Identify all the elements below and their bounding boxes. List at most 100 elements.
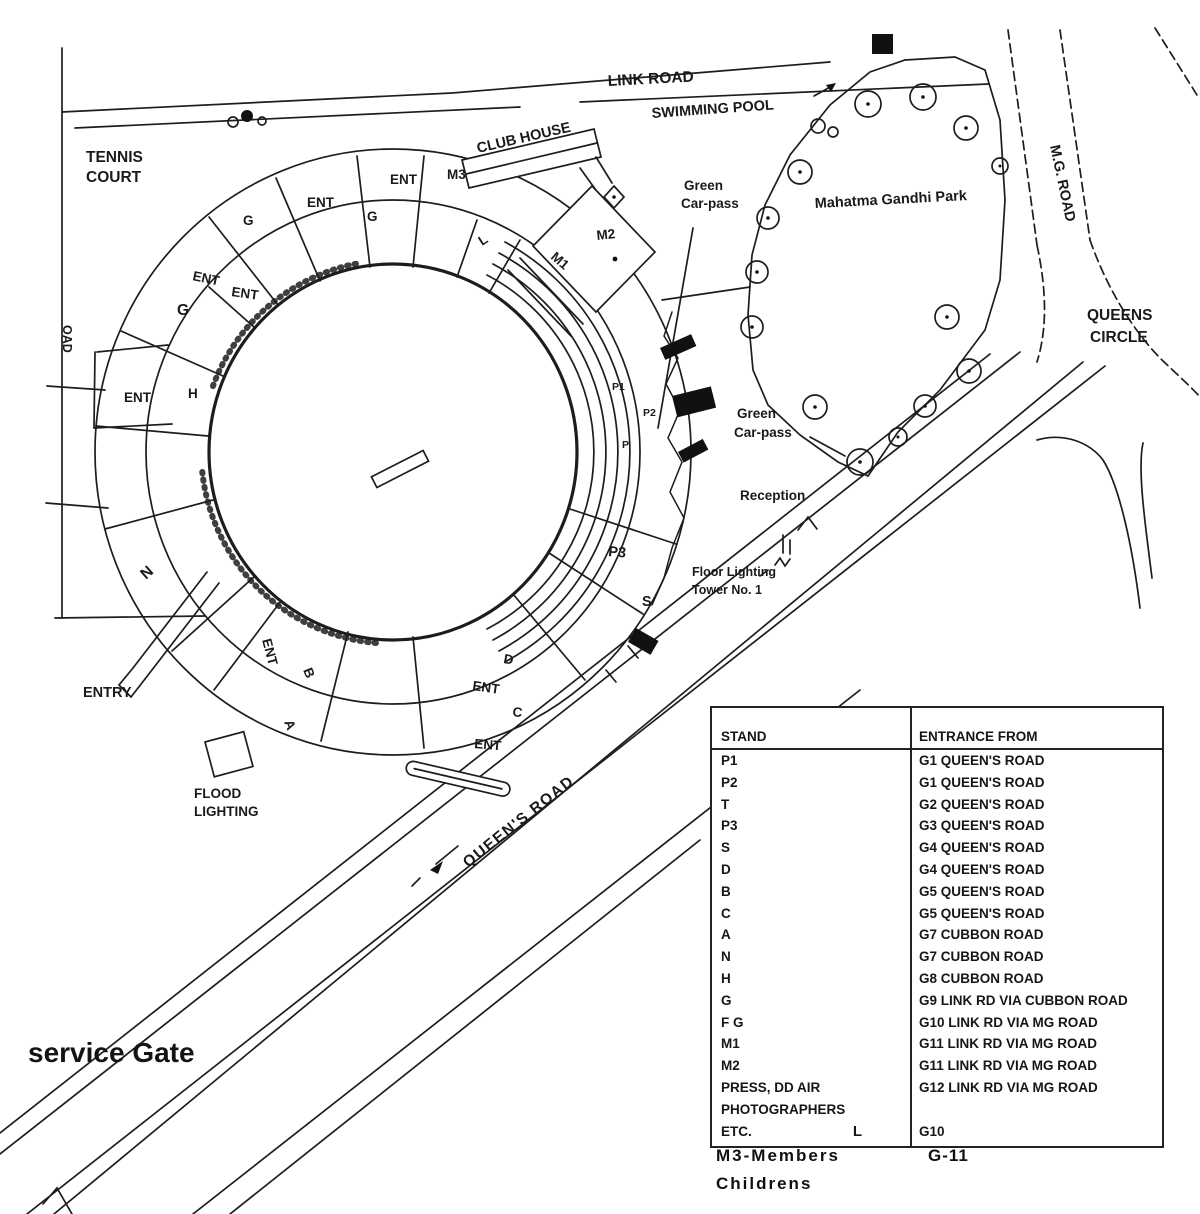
mg-road-lines: [1007, 27, 1200, 398]
west-entrance-bay: [46, 344, 173, 429]
entrance-cell: G10 LINK RD VIA MG ROAD: [919, 1014, 1098, 1030]
tennis-court-lines: [45, 47, 206, 619]
stand-p: P: [622, 439, 629, 451]
stand-p1: P1: [612, 381, 625, 393]
floor-lighting-label-1: Floor Lighting: [692, 565, 776, 579]
table-row: P1 G1 QUEEN'S ROAD: [712, 750, 1162, 772]
reception-label: Reception: [740, 488, 805, 503]
service-gate-label: service Gate: [28, 1037, 195, 1068]
flood-lighting-square: [203, 730, 254, 778]
table-column-divider: [910, 708, 912, 1146]
stand-letters: G ENT G ENT M3 L M2 M1 ENT ENT G ENT H N…: [124, 167, 656, 753]
m3-members-note-line-2: Childrens: [716, 1174, 813, 1193]
entrance-cell: G1 QUEEN'S ROAD: [919, 774, 1045, 790]
mg-road-label: M.G. ROAD: [1046, 144, 1078, 224]
stand-cell: D: [721, 861, 731, 877]
stand-g-west: G: [177, 302, 189, 319]
entrance-cell: G1 QUEEN'S ROAD: [919, 753, 1045, 768]
entrance-cell: G4 QUEEN'S ROAD: [919, 861, 1045, 877]
table-row: M1 G11 LINK RD VIA MG ROAD: [712, 1033, 1162, 1055]
stand-b: B: [300, 666, 318, 681]
green-car-pass-1-line-1: Green: [684, 178, 723, 193]
ent-label-8: ENT: [474, 736, 503, 753]
flood-lighting-label-2: LIGHTING: [194, 804, 259, 819]
stand-a: A: [281, 718, 299, 733]
stand-cell: S: [721, 840, 731, 856]
stand-cell: M2: [721, 1058, 740, 1074]
park-label: Mahatma Gandhi Park: [814, 188, 968, 212]
entrance-cell: G4 QUEEN'S ROAD: [919, 840, 1045, 856]
entrance-cell: G10: [919, 1123, 945, 1139]
entrance-column-header: ENTRANCE FROM: [919, 729, 1038, 744]
table-row: ETC.L G10: [712, 1121, 1162, 1143]
club-house-building: [460, 127, 613, 194]
swimming-pool-label: SWIMMING POOL: [651, 97, 774, 122]
stand-column-header: STAND: [721, 729, 767, 744]
entrance-cell: G7 CUBBON ROAD: [919, 927, 1044, 943]
stand-dividers: [95, 155, 677, 749]
queens-circle-label-2: CIRCLE: [1090, 329, 1148, 346]
reception-gate-marks: [759, 515, 818, 577]
stand-cell: B: [721, 883, 731, 899]
wall-bar: [405, 760, 511, 797]
stand-cell: F G: [721, 1014, 744, 1030]
stand-n: N: [137, 563, 157, 583]
west-road-fragment-label: OAD: [60, 325, 74, 353]
entrance-cell: G5 QUEEN'S ROAD: [919, 883, 1045, 899]
stand-m2: M2: [596, 226, 616, 243]
floodlight-towers: [628, 334, 717, 655]
table-row: N G7 CUBBON ROAD: [712, 946, 1162, 968]
stand-cell: N: [721, 949, 731, 965]
entrance-cell: G5 QUEEN'S ROAD: [919, 905, 1045, 921]
stand-cell: A: [721, 927, 731, 943]
diamond-marker: [602, 184, 626, 210]
entry-ramp: [117, 571, 220, 699]
ent-label-6: ENT: [259, 637, 281, 668]
stand-cell: M1: [721, 1036, 740, 1052]
table-row: A G7 CUBBON ROAD: [712, 924, 1162, 946]
ent-label-4: ENT: [231, 284, 261, 303]
link-road-label: LINK ROAD: [607, 69, 694, 90]
entrance-cell: G9 LINK RD VIA CUBBON ROAD: [919, 992, 1128, 1008]
entrance-cell: G3 QUEEN'S ROAD: [919, 818, 1045, 834]
stand-l: L: [475, 231, 490, 248]
g11-note: G-11: [928, 1146, 969, 1165]
stand-cell: ETC.L: [712, 1121, 910, 1143]
table-row: D G4 QUEEN'S ROAD: [712, 859, 1162, 881]
tennis-court-label-2: COURT: [86, 169, 142, 186]
entrance-cell: G11 LINK RD VIA MG ROAD: [919, 1036, 1098, 1052]
stand-cell: P1: [721, 753, 738, 768]
entrance-cell: G7 CUBBON ROAD: [919, 949, 1044, 965]
table-row: B G5 QUEEN'S ROAD: [712, 881, 1162, 903]
entrance-cell: G12 LINK RD VIA MG ROAD: [919, 1079, 1098, 1095]
stand-cell-extra: L: [852, 1122, 862, 1140]
table-row: PHOTOGRAPHERS: [712, 1099, 1162, 1121]
stand-h: H: [188, 386, 198, 401]
m3-members-note-line-1: M3-Members: [716, 1146, 840, 1165]
stadium: [46, 127, 717, 797]
ent-label-7: ENT: [472, 678, 502, 697]
stand-cell: H: [721, 970, 731, 986]
table-row: G G9 LINK RD VIA CUBBON ROAD: [712, 990, 1162, 1012]
green-car-pass-2-line-2: Car-pass: [734, 425, 792, 440]
stand-d: D: [502, 651, 514, 668]
table-row: S G4 QUEEN'S ROAD: [712, 837, 1162, 859]
stand-cell: G: [721, 992, 732, 1008]
ent-label-2: ENT: [390, 172, 418, 187]
ent-label-5: ENT: [124, 390, 152, 405]
floor-lighting-label-2: Tower No. 1: [692, 583, 762, 597]
stand-p2: P2: [643, 407, 656, 419]
park-trees: [740, 83, 1009, 476]
green-car-pass-1-line-2: Car-pass: [681, 196, 739, 211]
stand-m3: M3: [447, 167, 466, 182]
stand-p3: P3: [608, 544, 627, 561]
